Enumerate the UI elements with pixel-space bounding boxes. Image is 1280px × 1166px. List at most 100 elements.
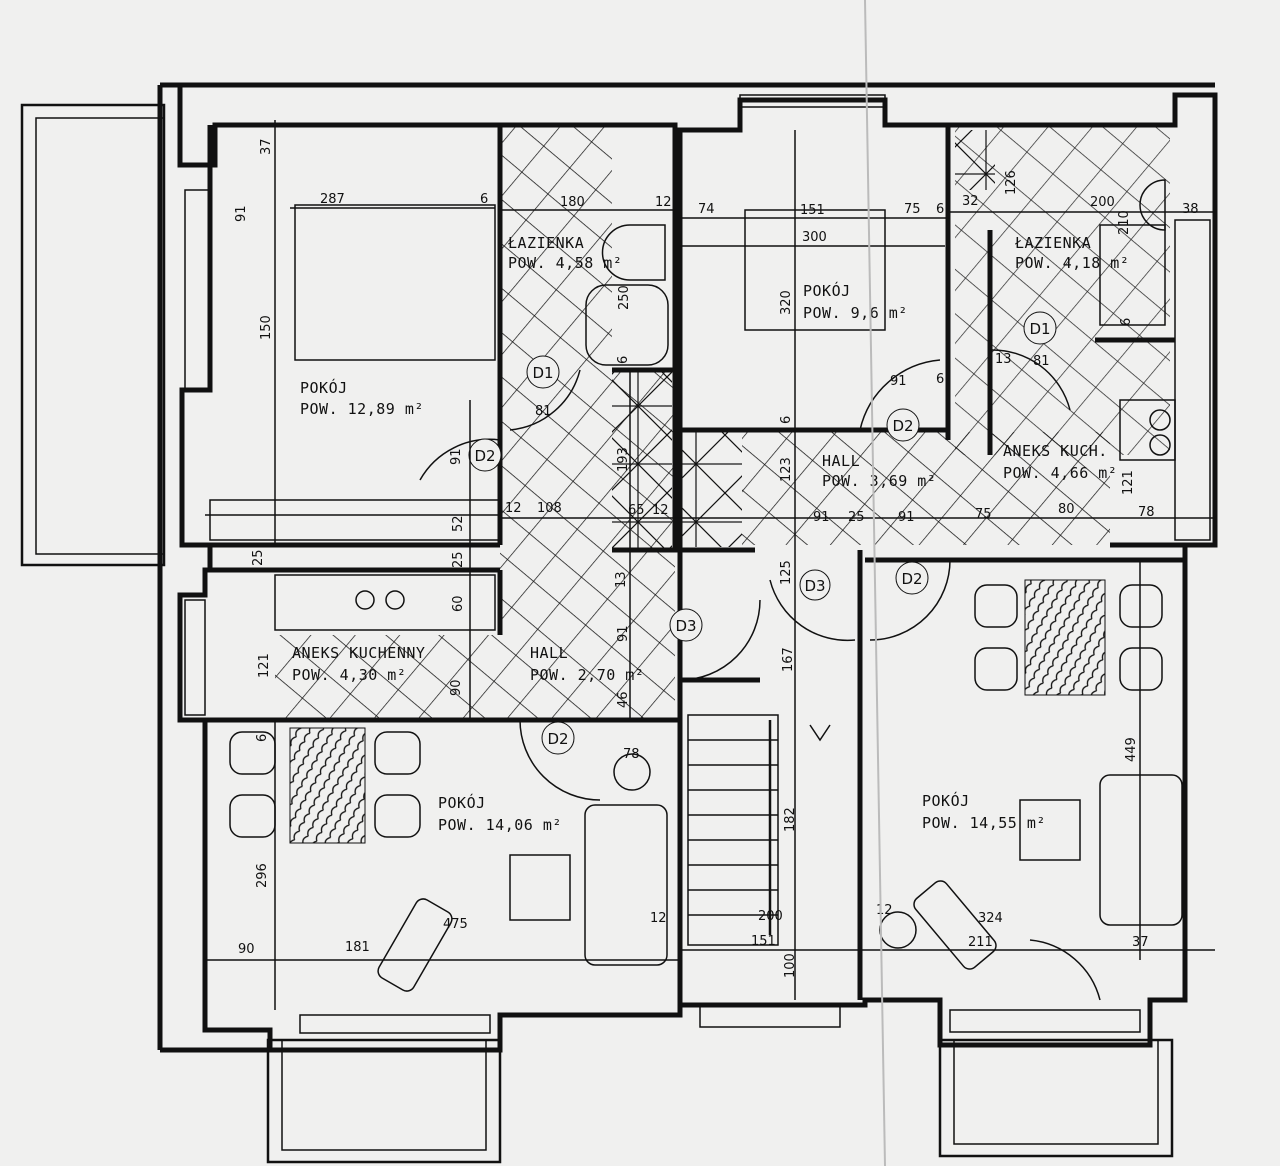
dimension-label: 91 [898,510,915,525]
dimension-label: 81 [535,404,552,419]
windows [184,94,1211,1034]
dimension-label: 37 [1132,935,1149,950]
dimension-label: 100 [783,953,798,978]
door-tag-label: D2 [547,730,568,748]
room-label-pokoj-3: POKÓJ POW. 9,6 m² [803,281,908,322]
door-swings [419,349,1101,1001]
room-area: POW. 2,70 m² [530,666,644,684]
room-label-aneks-2: ANEKS KUCH. POW. 4,66 m² [1003,442,1117,482]
room-area: POW. 9,6 m² [803,304,908,322]
dimension-label: 181 [345,940,370,955]
room-area: POW. 14,06 m² [438,816,562,834]
dimension-label: 25 [848,510,865,525]
dimension-label: 91 [890,374,907,389]
dimension-label: 125 [779,560,794,585]
room-area: POW. 12,89 m² [300,400,424,418]
room-name: ŁAZIENKA [1014,234,1091,252]
room-area: POW. 4,18 m² [1015,254,1129,272]
door-tag-label: D1 [1029,320,1050,338]
dimension-label: 6 [779,416,794,424]
room-name: POKÓJ [803,281,851,300]
room-label-pokoj-4: POKÓJ POW. 14,55 m² [922,791,1046,832]
door-tag: D2 [886,408,920,442]
balcony-bottom-right [938,1038,1174,1158]
dimension-label: 74 [698,202,715,217]
dimension-label: 211 [968,935,993,950]
dimension-label: 300 [802,230,827,245]
dimension-label: 449 [1124,737,1139,762]
dimension-labels: 37 287 6 180 12 74 151 75 6 32 126 200 2… [234,138,1199,978]
dimension-label: 12 [505,501,522,516]
dimension-label: 38 [1182,202,1199,217]
dimension-label: 287 [320,192,345,207]
dimension-label: 167 [781,647,796,672]
room-area: POW. 4,66 m² [1003,464,1117,482]
dimension-label: 78 [623,747,640,762]
dimension-label: 200 [1090,195,1115,210]
room-name: ŁAZIENKA [507,234,584,252]
dimension-label: 121 [257,653,272,678]
door-tag-label: D2 [901,570,922,588]
dimension-label: 6 [616,356,631,364]
balcony-left [20,103,166,567]
dimension-label: 80 [1058,502,1075,517]
staircase [687,714,831,946]
room-area: POW. 4,58 m² [508,254,622,272]
room-label-lazienka-1: ŁAZIENKA POW. 4,58 m² [507,234,622,272]
door-tag: D2 [541,721,575,755]
dimension-label: 78 [1138,505,1155,520]
room-label-pokoj-1: POKÓJ POW. 12,89 m² [300,378,424,418]
room-area: POW. 14,55 m² [922,814,1046,832]
dimension-label: 91 [813,510,830,525]
walls [157,82,1218,1053]
room-area: POW. 3,69 m² [822,472,936,490]
door-tag: D3 [669,608,703,642]
furniture [209,179,1183,992]
dimension-label: 200 [758,909,783,924]
dimension-lines [205,120,1215,1010]
dimension-label: 12 [652,503,669,518]
door-tag-label: D2 [474,447,495,465]
dimension-label: 12 [655,195,672,210]
dimension-label: 320 [779,290,794,315]
dimension-label: 324 [978,911,1003,926]
dimension-label: 126 [1004,170,1019,195]
dimension-label: 75 [904,202,921,217]
room-name: HALL [822,452,860,470]
room-label-lazienka-2: ŁAZIENKA POW. 4,18 m² [1014,234,1129,272]
dimension-label: 12 [876,903,893,918]
paper-fold [864,0,886,1166]
dimension-label: 6 [255,734,270,742]
dimension-label: 13 [614,571,629,588]
dimension-label: 250 [617,285,632,310]
dimension-label: 150 [259,315,274,340]
dimension-label: 108 [537,501,562,516]
door-tag-label: D1 [532,364,553,382]
dimension-label: 6 [936,372,944,387]
dimension-label: 182 [783,807,798,832]
room-label-aneks-1: ANEKS KUCHENNY POW. 4,30 m² [292,644,425,684]
dimension-label: 12 [650,911,667,926]
dimension-label: 65 [628,503,645,518]
door-tag: D1 [526,355,560,389]
dimension-label: 121 [1121,470,1136,495]
room-name: POKÓJ [922,791,970,810]
dimension-label: 90 [238,942,255,957]
door-tag-label: D3 [804,577,825,595]
dimension-label: 81 [1033,354,1050,369]
dimension-label: 193 [616,447,631,472]
dimension-label: 60 [451,595,466,612]
door-tag: D2 [468,438,502,472]
room-area: POW. 4,30 m² [292,666,406,684]
dimension-label: 151 [751,934,776,949]
dimension-label: 90 [449,679,464,696]
room-name: HALL [530,644,568,662]
door-tag-label: D2 [892,417,913,435]
dimension-label: 180 [560,195,585,210]
door-tag: D1 [1023,311,1057,345]
room-label-pokoj-2: POKÓJ POW. 14,06 m² [438,793,562,834]
dimension-label: 6 [480,192,488,207]
door-tag-label: D3 [675,617,696,635]
dimension-label: 25 [451,551,466,568]
